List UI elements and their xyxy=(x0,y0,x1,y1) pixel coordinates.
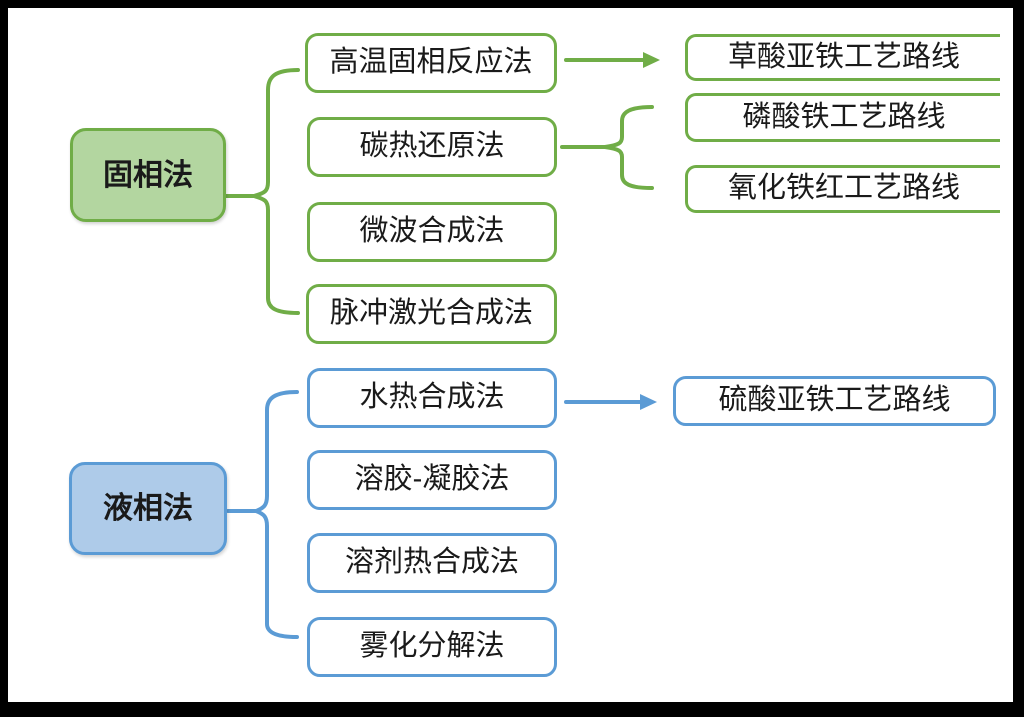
carbothermal-brace xyxy=(604,105,654,190)
method-label: 雾化分解法 xyxy=(359,630,505,663)
method-box-hydrothermal-synthesis: 水热合成法 xyxy=(307,368,557,428)
method-label: 溶剂热合成法 xyxy=(344,546,519,579)
route-label: 氧化铁红工艺路线 xyxy=(727,172,960,205)
method-box-high-temp-solid-state: 高温固相反应法 xyxy=(305,33,557,93)
method-box-pulsed-laser-synthesis: 脉冲激光合成法 xyxy=(306,284,557,344)
method-box-solvothermal-synthesis: 溶剂热合成法 xyxy=(307,533,557,593)
route-box-ferrous-sulfate: 硫酸亚铁工艺路线 xyxy=(673,376,996,426)
node-solid-phase: 固相法 xyxy=(70,128,226,222)
route-label: 草酸亚铁工艺路线 xyxy=(727,40,960,73)
method-label: 水热合成法 xyxy=(359,381,505,414)
route-label: 磷酸铁工艺路线 xyxy=(742,100,946,133)
method-box-spray-decomposition: 雾化分解法 xyxy=(307,617,557,677)
method-box-microwave-synthesis: 微波合成法 xyxy=(307,202,557,262)
node-solid-phase-label: 固相法 xyxy=(103,158,193,192)
method-box-sol-gel: 溶胶-凝胶法 xyxy=(307,450,557,510)
route-box-iron-phosphate: 磷酸铁工艺路线 xyxy=(685,93,1000,142)
solid-phase-brace xyxy=(246,68,300,315)
route-box-iron-oxide-red: 氧化铁红工艺路线 xyxy=(685,165,1000,213)
method-label: 碳热还原法 xyxy=(359,130,505,163)
route-box-ferrous-oxalate: 草酸亚铁工艺路线 xyxy=(685,34,1000,81)
route-label: 硫酸亚铁工艺路线 xyxy=(718,384,951,417)
method-label: 高温固相反应法 xyxy=(329,46,533,79)
method-label: 微波合成法 xyxy=(359,215,505,248)
method-label: 溶胶-凝胶法 xyxy=(354,463,510,496)
node-liquid-phase: 液相法 xyxy=(69,462,227,555)
method-box-carbothermal-reduction: 碳热还原法 xyxy=(307,117,557,177)
node-liquid-phase-label: 液相法 xyxy=(103,492,193,525)
arrow-head-oxalate xyxy=(643,52,660,68)
liquid-phase-brace xyxy=(250,390,299,639)
arrow-head-sulfate xyxy=(640,394,657,410)
method-label: 脉冲激光合成法 xyxy=(329,297,533,330)
